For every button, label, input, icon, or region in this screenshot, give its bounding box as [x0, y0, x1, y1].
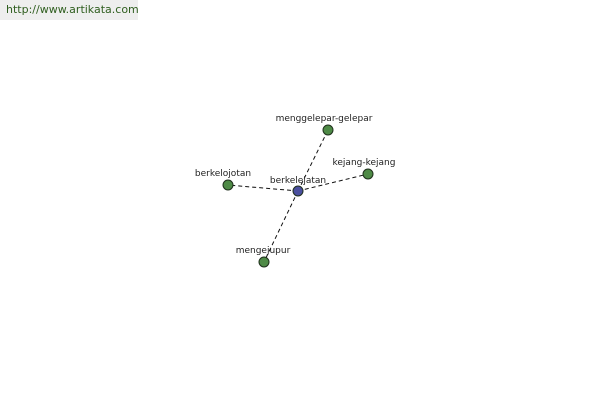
- node-label-n1[interactable]: menggelepar-gelepar: [276, 114, 373, 124]
- edge-center-n1: [297, 129, 329, 192]
- center-node[interactable]: [292, 185, 304, 197]
- edge-center-n4: [263, 190, 299, 263]
- node-label-n2[interactable]: kejang-kejang: [333, 158, 396, 168]
- labels-layer: berkelejatan menggelepar-gelepar kejang-ke…: [195, 114, 396, 256]
- leaf-node-n2[interactable]: [362, 168, 374, 180]
- node-label-center[interactable]: berkelejatan: [270, 176, 326, 186]
- leaf-node-n3[interactable]: [222, 179, 234, 191]
- edge-center-n3: [227, 184, 299, 192]
- node-label-n4[interactable]: mengejupur: [236, 246, 291, 256]
- leaf-node-n4[interactable]: [258, 256, 270, 268]
- leaf-node-n1[interactable]: [322, 124, 334, 136]
- nodes-layer: [222, 124, 374, 268]
- edges-layer: [227, 129, 369, 263]
- edge-center-n2: [297, 173, 369, 192]
- node-label-n3[interactable]: berkelojotan: [195, 169, 251, 179]
- source-url-label: http://www.artikata.com: [0, 0, 139, 20]
